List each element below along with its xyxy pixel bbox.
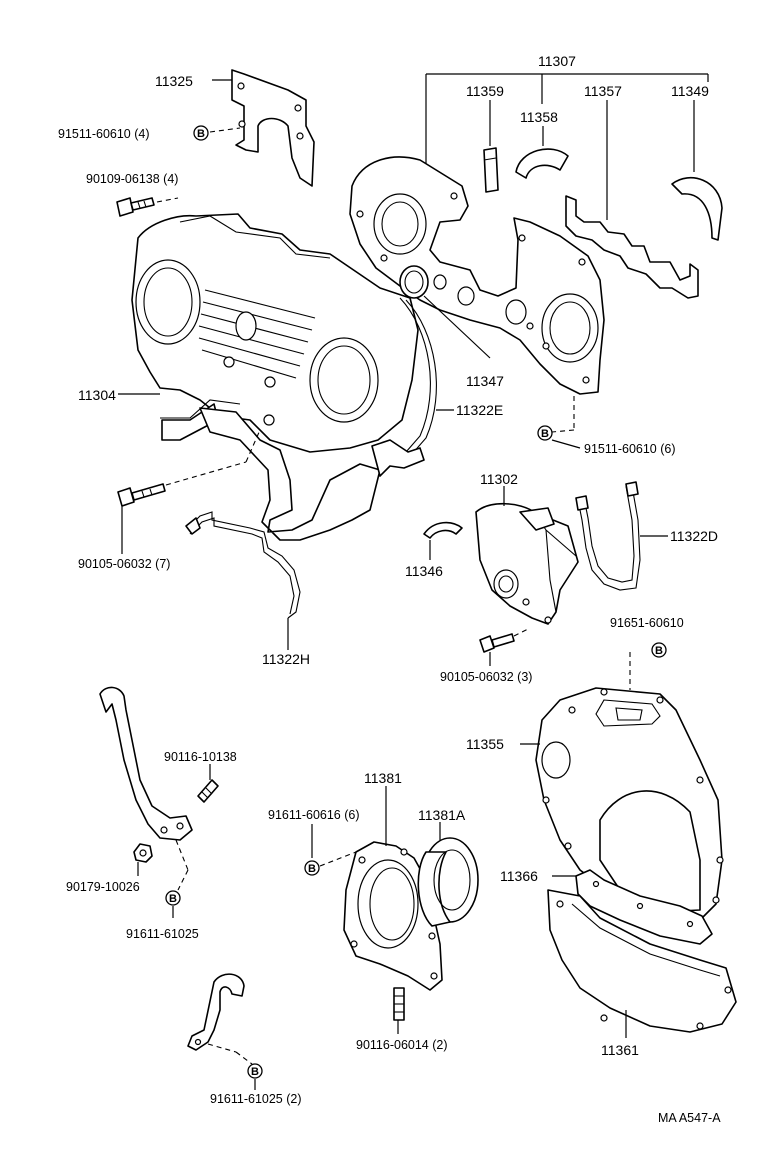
label-11381A: 11381A [418, 807, 466, 823]
label-11322D: 11322D [670, 528, 718, 544]
label-11322E: 11322E [456, 402, 503, 418]
label-90109-06138-4: 90109-06138 (4) [86, 172, 178, 186]
label-90116-06014-2: 90116-06014 (2) [356, 1038, 448, 1052]
label-11302: 11302 [480, 471, 518, 487]
label-91611-60616-6: 91611-60616 (6) [268, 808, 360, 822]
label-11357: 11357 [584, 83, 622, 99]
group-bracket-11307 [425, 73, 709, 168]
part-11302-lower-cover [475, 502, 579, 625]
stud-90116-06014-icon [393, 987, 405, 1021]
label-11349: 11349 [671, 83, 709, 99]
part-11307-backing-plate [349, 156, 605, 395]
label-11355: 11355 [466, 736, 504, 752]
part-hook-bracket-lower [187, 973, 245, 1051]
stud-90116-10138-icon [197, 779, 219, 803]
svg-text:B: B [308, 863, 316, 875]
label-11381: 11381 [364, 770, 402, 786]
label-11304: 11304 [78, 387, 116, 403]
svg-text:B: B [655, 645, 663, 657]
bolt-90109-icon [116, 197, 155, 217]
label-11358: 11358 [520, 109, 558, 125]
bolt-90105-7-icon [117, 483, 166, 507]
label-11322H: 11322H [262, 651, 310, 667]
label-11307: 11307 [538, 53, 576, 69]
part-11381-seal-retainer [343, 841, 443, 991]
nut-90179-icon [133, 843, 153, 863]
part-11361-end-plate [547, 889, 737, 1033]
part-hook-bracket-upper [99, 686, 193, 841]
part-11322D-gasket [575, 481, 641, 591]
label-90179-10026: 90179-10026 [66, 880, 140, 894]
label-11361: 11361 [601, 1042, 639, 1058]
diagram-reference-code: MA A547-A [658, 1111, 721, 1125]
label-91651-60610: 91651-60610 [610, 616, 684, 630]
part-11304-upper-cover [131, 213, 419, 453]
svg-text:B: B [197, 128, 205, 140]
label-90105-06032-3: 90105-06032 (3) [440, 670, 532, 684]
label-11359: 11359 [466, 83, 504, 99]
svg-text:B: B [251, 1066, 259, 1078]
part-11322E-gasket [371, 297, 437, 477]
svg-text:B: B [169, 893, 177, 905]
label-90116-10138: 90116-10138 [164, 750, 237, 764]
part-11349-seal-arc [671, 176, 723, 241]
b-marker-icon: B [537, 425, 553, 441]
label-11325: 11325 [155, 73, 193, 89]
label-11347: 11347 [466, 373, 504, 389]
part-11346-arc-seal [423, 521, 463, 539]
part-11358-seal-arc [515, 148, 569, 179]
part-11325-bracket [231, 69, 315, 187]
part-11359-spacer [483, 147, 499, 193]
label-90105-06032-7: 90105-06032 (7) [78, 557, 170, 571]
label-91511-60610-6: 91511-60610 (6) [584, 442, 676, 456]
label-91611-61025: 91611-61025 [126, 927, 199, 941]
label-11366: 11366 [500, 868, 538, 884]
part-11381A-oil-seal [417, 837, 479, 927]
b-marker-icon: B [193, 125, 209, 141]
b-marker-icon: B [651, 642, 667, 658]
part-11322H-gasket [185, 511, 301, 619]
label-91511-60610-4: 91511-60610 (4) [58, 127, 150, 141]
part-11347-oil-seal [399, 265, 429, 299]
b-marker-icon: B [304, 860, 320, 876]
label-11346: 11346 [405, 563, 443, 579]
part-11355-rear-plate [535, 687, 724, 921]
bolt-90105-3-icon [479, 633, 515, 653]
svg-text:B: B [541, 428, 549, 440]
b-marker-icon: B [165, 890, 181, 906]
part-lower-cover-edge [199, 407, 381, 541]
b-marker-icon: B [247, 1063, 263, 1079]
label-91611-61025-2: 91611-61025 (2) [210, 1092, 302, 1106]
part-11357-gasket [565, 195, 699, 299]
